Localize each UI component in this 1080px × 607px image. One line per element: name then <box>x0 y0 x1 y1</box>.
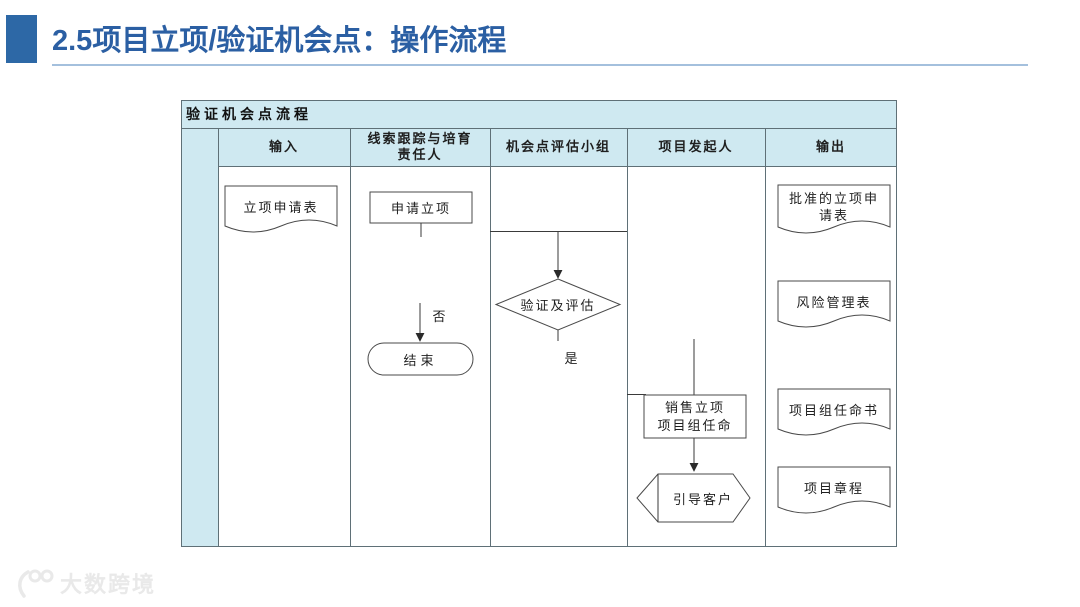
output-doc-1-label: 批准的立项申 请表 <box>788 191 879 223</box>
header-cell-eval-team: 机会点评估小组 <box>505 139 611 154</box>
flow-table-title-bar <box>181 100 897 128</box>
output-doc-4-label: 项目章程 <box>803 480 864 496</box>
output-doc-2-shape <box>777 280 891 328</box>
appoint-box-label: 销售立项 项目组任命 <box>657 399 733 433</box>
flowchart-shapes <box>224 184 891 523</box>
input-doc-label: 立项申请表 <box>243 199 319 215</box>
flow-table-header-row <box>181 128 897 166</box>
page-title: 2.5项目立项/验证机会点：操作流程 <box>52 25 507 57</box>
end-terminator-shape <box>367 342 474 376</box>
watermark-logo-icon <box>18 569 54 598</box>
header-cell-input: 输入 <box>268 139 299 154</box>
output-doc-3-label: 项目组任命书 <box>788 402 879 418</box>
header-cell-output: 输出 <box>815 139 846 154</box>
evaluate-diamond-label: 验证及评估 <box>520 298 596 313</box>
title-accent-square <box>6 15 37 63</box>
table-outline <box>181 100 897 547</box>
end-terminator-label: 结束 <box>403 352 438 368</box>
yes-branch-label: 是 <box>564 350 578 366</box>
watermark-brand-text: 大数跨境 <box>60 572 157 597</box>
guide-customer-label: 引导客户 <box>672 491 733 507</box>
no-branch-label: 否 <box>432 308 446 324</box>
output-doc-1-shape <box>777 184 891 234</box>
flow-table-title: 验证机会点流程 <box>186 108 312 123</box>
title-underline <box>52 64 1028 66</box>
header-cell-sponsor: 项目发起人 <box>658 139 734 154</box>
output-doc-4-shape <box>777 466 891 514</box>
output-doc-2-label: 风险管理表 <box>796 294 872 310</box>
header-cell-lead-owner: 线索跟踪与培育 责任人 <box>367 131 473 162</box>
apply-project-label: 申请立项 <box>390 201 451 216</box>
watermark: 大数跨境 <box>8 563 156 603</box>
appoint-box-shape <box>643 394 747 439</box>
table-grid <box>181 100 897 547</box>
output-doc-3-shape <box>777 388 891 436</box>
input-doc-shape <box>224 185 338 233</box>
flow-table-left-lane <box>181 166 218 547</box>
